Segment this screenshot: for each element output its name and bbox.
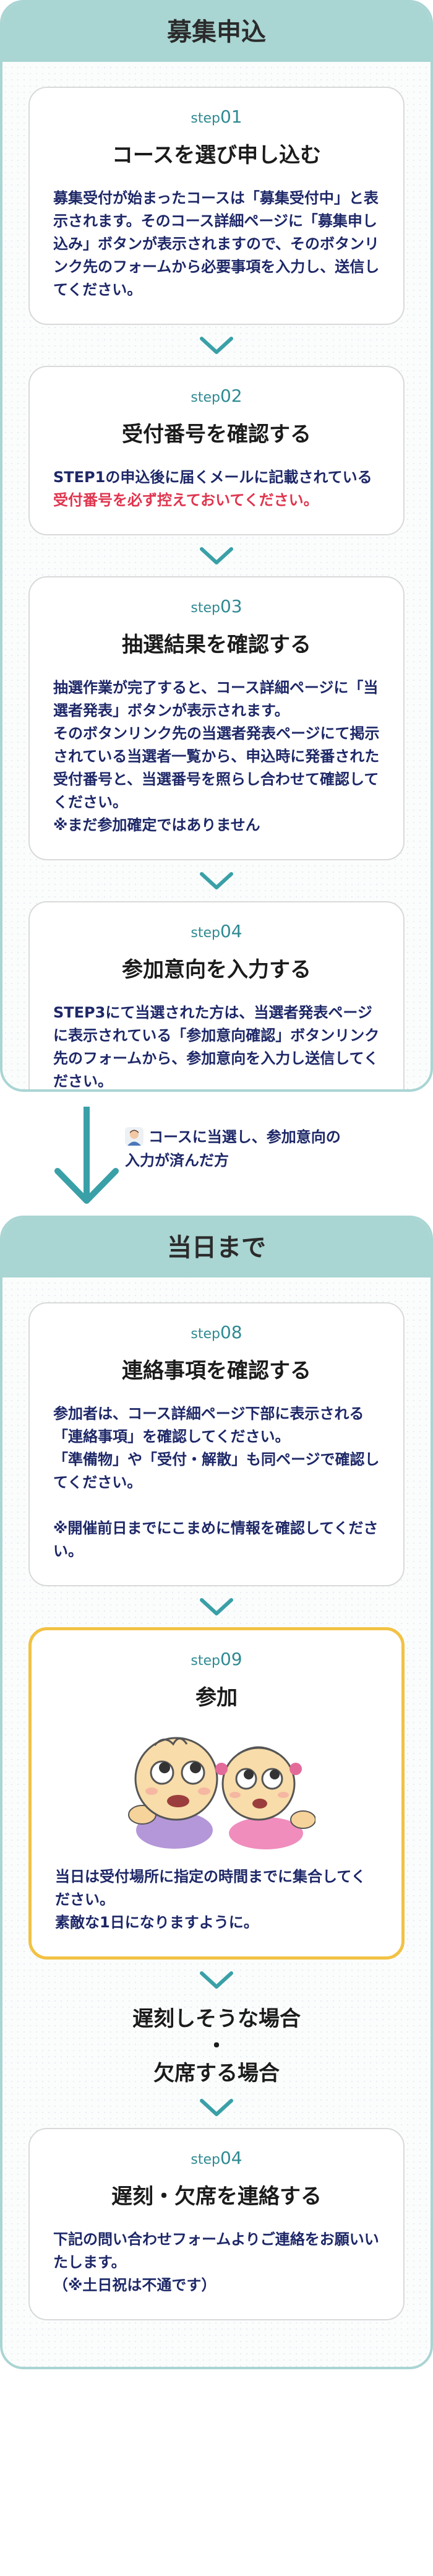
step-description: 当日は受付場所に指定の時間までに集合してください。 素敵な1日になりますように。: [55, 1868, 366, 1931]
case-late-label: 遅刻しそうな場合: [132, 2007, 301, 2031]
section-title: 当日まで: [2, 1218, 431, 1277]
step-label: step03: [191, 596, 242, 616]
step-title: 抽選結果を確認する: [122, 633, 311, 657]
chevron-down-icon: [200, 337, 233, 354]
step-title: 受付番号を確認する: [122, 422, 311, 447]
step-description: STEP3にて当選された方は、当選者発表ページに表示されている「参加意向確認」ボ…: [53, 1004, 380, 1090]
step-card-01: step01 コースを選び申し込む 募集受付が始まったコースは「募集受付中」と表…: [28, 87, 405, 325]
step-label: step04: [191, 921, 242, 941]
chevron-down-icon: [200, 547, 233, 564]
step-card-08: step08 連絡事項を確認する 参加者は、コース詳細ページ下部に表示される「連…: [28, 1302, 405, 1586]
chevron-down-icon: [200, 1598, 233, 1615]
section-title: 募集申込: [2, 2, 431, 62]
section-until-day: 当日まで step08 連絡事項を確認する 参加者は、コース詳細ページ下部に表示…: [0, 1216, 433, 2369]
case-absent-label: 欠席する場合: [153, 2061, 280, 2086]
late-or-absent-case: 遅刻しそうな場合 ・ 欠席する場合: [28, 2005, 405, 2087]
step-description-text: STEP1の申込後に届くメールに記載されている: [53, 469, 372, 486]
step-card-09: step09 参加: [28, 1627, 405, 1960]
step-description: 抽選作業が完了すると、コース詳細ページに「当選者発表」ボタンが表示されます。 そ…: [53, 679, 380, 834]
step-label: step02: [191, 386, 242, 406]
step-title: 連絡事項を確認する: [122, 1359, 311, 1383]
transition-note-line2: 入力が済んだ方: [125, 1152, 229, 1169]
chevron-down-icon: [200, 1971, 233, 1989]
warning-text: 受付番号を必ず控えておいてください。: [53, 491, 319, 509]
step-title: 遅刻・欠席を連絡する: [111, 2184, 322, 2209]
person-icon: [125, 1127, 144, 1146]
kids-illustration: [128, 1737, 315, 1849]
step-label: step01: [191, 106, 242, 127]
step-label: step09: [191, 1649, 242, 1669]
step-description: 参加者は、コース詳細ページ下部に表示される「連絡事項」を確認してください。 「準…: [53, 1405, 380, 1560]
step-label: step04: [191, 2148, 242, 2168]
transition-note-line1: コースに当選し、参加意向の: [148, 1128, 341, 1146]
step-label: step08: [191, 1322, 242, 1342]
step-title: 参加意向を入力する: [122, 957, 311, 982]
step-description: STEP1の申込後に届くメールに記載されている受付番号を必ず控えておいてください…: [53, 466, 380, 512]
step-card-02: step02 受付番号を確認する STEP1の申込後に届くメールに記載されている…: [28, 366, 405, 535]
step-description: 募集受付が始まったコースは「募集受付中」と表示されます。そのコース詳細ページに「…: [53, 189, 380, 298]
step-card-04: step04 参加意向を入力する STEP3にて当選された方は、当選者発表ページ…: [28, 901, 405, 1090]
big-down-arrow-icon: [54, 1107, 119, 1204]
chevron-down-icon: [200, 2099, 233, 2116]
step-card-03: step03 抽選結果を確認する 抽選作業が完了すると、コース詳細ページに「当選…: [28, 576, 405, 860]
step-card-contact: step04 遅刻・欠席を連絡する 下記の問い合わせフォームよりご連絡をお願いい…: [28, 2128, 405, 2320]
step-description: 下記の問い合わせフォームよりご連絡をお願いいたします。 （※土日祝は不通です）: [53, 2231, 379, 2294]
section-application: 募集申込 step01 コースを選び申し込む 募集受付が始まったコースは「募集受…: [0, 0, 433, 1092]
flow-transition: コースに当選し、参加意向の 入力が済んだ方: [0, 1092, 433, 1216]
step-title: 参加: [195, 1685, 238, 1710]
chevron-down-icon: [200, 872, 233, 889]
transition-note: コースに当選し、参加意向の 入力が済んだ方: [125, 1125, 341, 1172]
case-separator: ・: [206, 2034, 227, 2059]
step-title: コースを選び申し込む: [111, 143, 322, 168]
